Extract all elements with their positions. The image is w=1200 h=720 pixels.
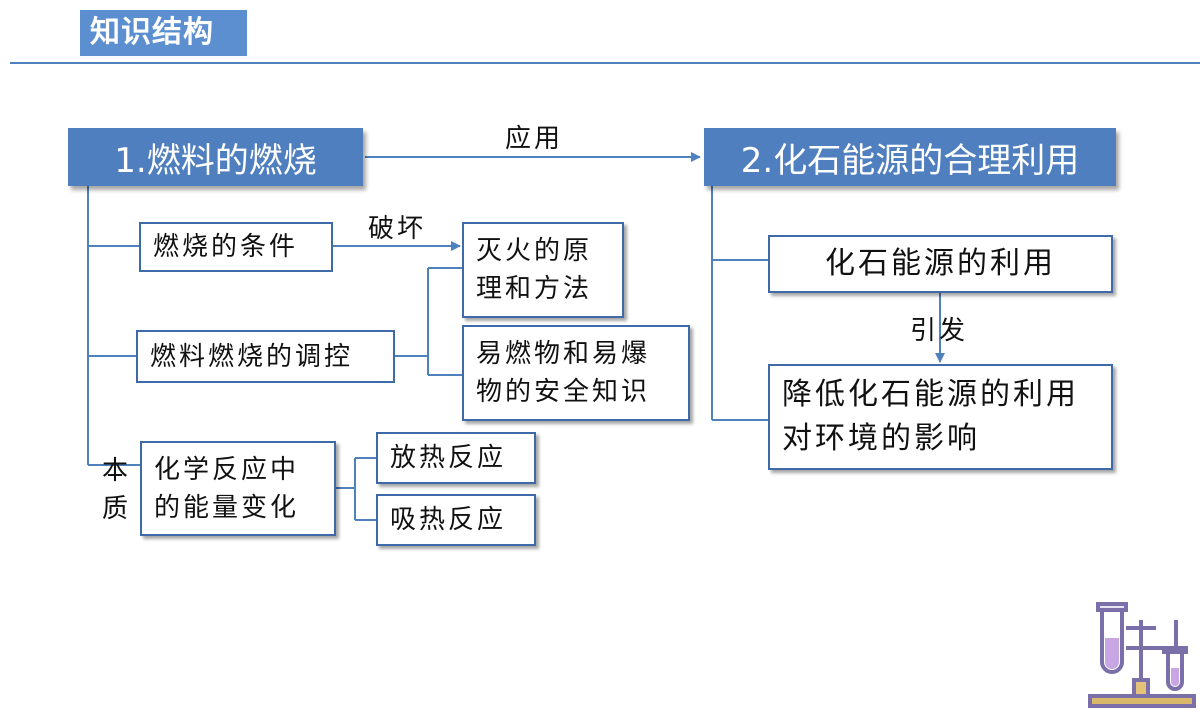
box-exothermic-label: 放热反应 [390, 443, 507, 473]
box-endothermic: 吸热反应 [376, 494, 536, 546]
box-reduce-impact: 降低化石能源的利用对环境的影响 [768, 364, 1113, 470]
box-endothermic-label: 吸热反应 [390, 505, 507, 535]
node-fossil-energy-label: 2.化石能源的合理利用 [740, 140, 1080, 181]
edge-label-destroy: 破坏 [368, 214, 427, 244]
box-energy-change: 化学反应中的能量变化 [140, 441, 336, 536]
box-reduce-impact-label: 降低化石能源的利用对环境的影响 [782, 377, 1079, 456]
test-tube-rack-icon [1088, 600, 1196, 719]
edge-label-cause: 引发 [910, 316, 969, 346]
label-essence: 本质 [101, 456, 128, 524]
box-regulate-label: 燃料燃烧的调控 [150, 341, 354, 372]
box-extinguish-label: 灭火的原理和方法 [476, 236, 593, 304]
box-safety: 易燃物和易爆物的安全知识 [462, 325, 690, 421]
box-exothermic: 放热反应 [376, 432, 536, 484]
box-safety-label: 易燃物和易爆物的安全知识 [476, 339, 651, 407]
node-fuel-combustion: 1.燃料的燃烧 [68, 128, 363, 186]
edge-label-apply: 应用 [505, 124, 564, 154]
box-burn-condition: 燃烧的条件 [139, 222, 333, 272]
page-title: 知识结构 [80, 10, 247, 56]
node-fuel-combustion-label: 1.燃料的燃烧 [114, 140, 317, 181]
title-divider [10, 62, 1200, 64]
box-extinguish: 灭火的原理和方法 [462, 222, 624, 318]
box-burn-condition-label: 燃烧的条件 [153, 232, 299, 262]
box-regulate: 燃料燃烧的调控 [136, 330, 395, 383]
box-fossil-use: 化石能源的利用 [768, 235, 1113, 293]
box-energy-change-label: 化学反应中的能量变化 [154, 454, 300, 523]
box-fossil-use-label: 化石能源的利用 [825, 246, 1056, 281]
node-fossil-energy: 2.化石能源的合理利用 [704, 128, 1116, 186]
